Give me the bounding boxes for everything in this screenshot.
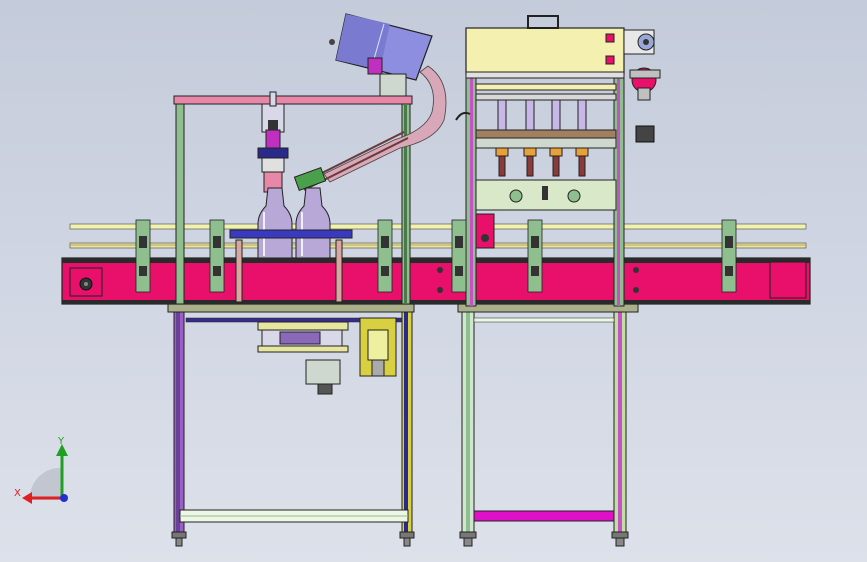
capping-head (257, 91, 289, 193)
capper-upper-frame (173, 95, 413, 305)
capper-base-frame (171, 311, 415, 547)
x-axis-label: X (14, 488, 21, 499)
pump-assembly (623, 29, 661, 143)
filler-base-frame (459, 311, 629, 547)
conveyor-body (61, 257, 811, 305)
conveyor (61, 223, 811, 305)
nozzle-manifold (455, 83, 617, 249)
cap-sorter-bowl (329, 13, 433, 97)
filling-nozzles (495, 99, 589, 177)
bottles (229, 187, 353, 303)
cap-chute (293, 65, 447, 192)
capper-drive-assembly (257, 317, 397, 395)
y-axis-label: Y (57, 436, 65, 447)
coordinate-triad: Y X (14, 436, 68, 504)
z-axis-dot (60, 494, 68, 502)
conveyor-clamps (135, 219, 737, 293)
filler-tank (465, 15, 625, 79)
